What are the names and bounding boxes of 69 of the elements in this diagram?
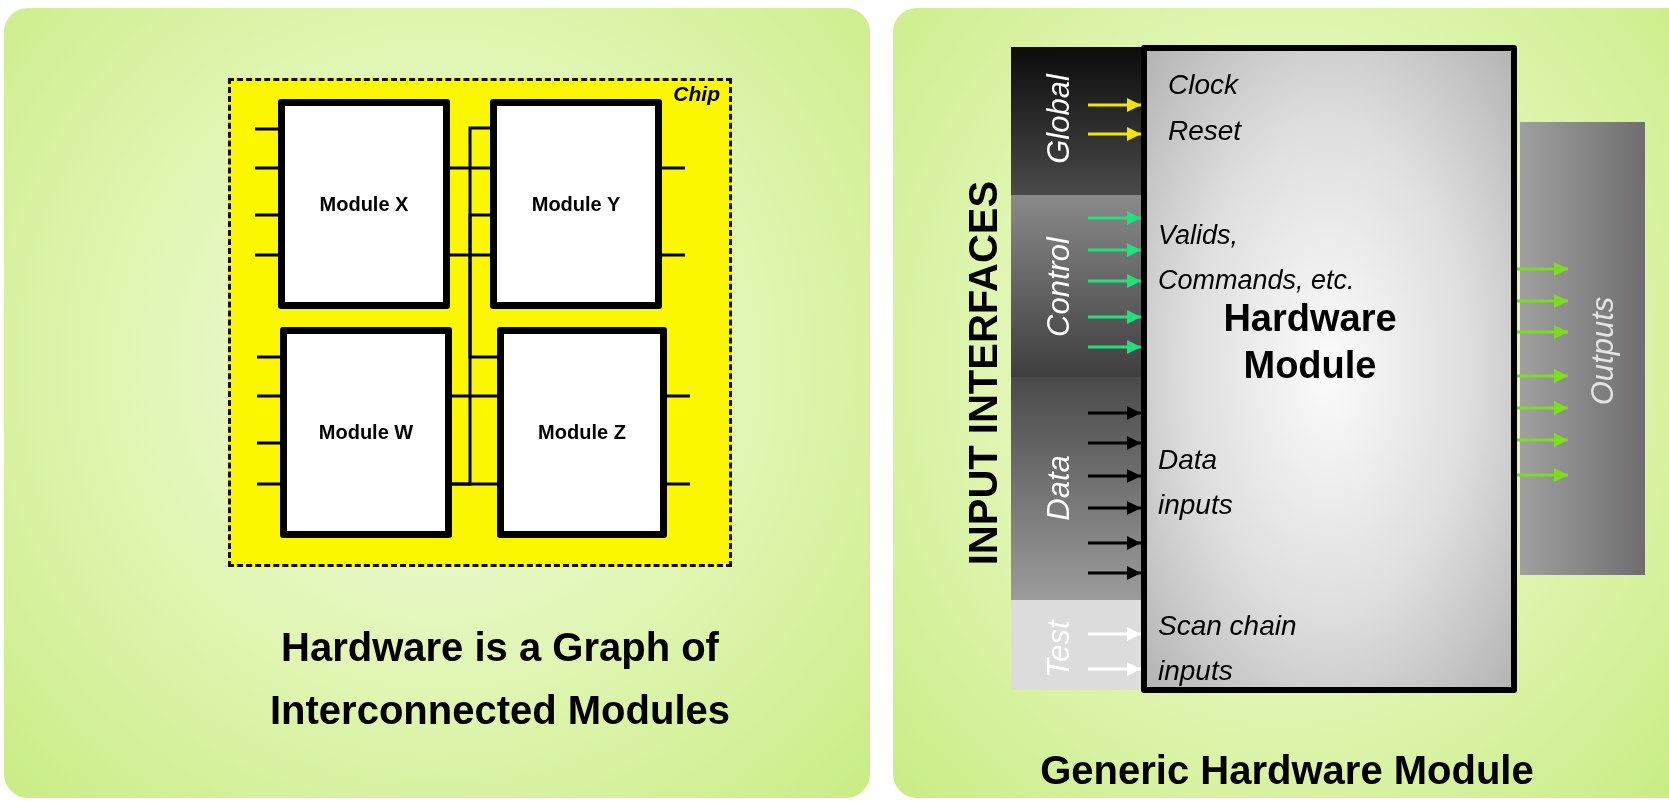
- arrow: [1088, 536, 1141, 550]
- module-label: Module Z: [538, 421, 626, 444]
- arrow: [1088, 340, 1141, 354]
- arrow: [1517, 294, 1568, 308]
- module-title: Hardware Module: [1222, 296, 1398, 388]
- panel-title: Hardware is a Graph of Interconnected Modules: [268, 624, 732, 734]
- arrow: [1088, 469, 1141, 483]
- pin-line: [257, 355, 280, 359]
- arrow: [1517, 468, 1568, 482]
- band-label: Global: [1041, 74, 1077, 164]
- chip-boundary: [228, 78, 732, 567]
- wire: [450, 253, 490, 257]
- module-box: [490, 99, 662, 309]
- arrow: [1088, 243, 1141, 257]
- pin-line: [255, 166, 278, 170]
- signal-label: Scan chain inputs: [1158, 609, 1298, 688]
- arrow: [1088, 436, 1141, 450]
- module-box: [278, 99, 450, 309]
- interface-band: [1011, 600, 1141, 690]
- module-label: Module X: [319, 192, 409, 216]
- arrow: [1088, 211, 1141, 225]
- pin-line: [667, 482, 690, 486]
- arrow: [1088, 98, 1141, 112]
- module-label: Module W: [318, 421, 414, 444]
- arrow: [1517, 433, 1568, 447]
- module-box: [497, 327, 667, 538]
- signal-label: Data inputs: [1158, 443, 1234, 522]
- pin-line: [662, 253, 685, 257]
- module-label: Module Y: [531, 192, 621, 216]
- arrow: [1517, 262, 1568, 276]
- arrow: [1517, 401, 1568, 415]
- pin-line: [667, 394, 690, 398]
- band-label: Control: [1041, 237, 1077, 337]
- pin-line: [257, 441, 280, 445]
- arrow: [1088, 662, 1141, 676]
- arrow: [1088, 627, 1141, 641]
- pin-line: [255, 127, 278, 131]
- chip-label: Chip: [672, 82, 720, 106]
- module-box: [1141, 45, 1517, 693]
- pin-line: [662, 166, 685, 170]
- signal-label: Clock: [1168, 69, 1240, 101]
- arrow: [1088, 406, 1141, 420]
- arrow: [1088, 127, 1141, 141]
- pin-line: [255, 253, 278, 257]
- arrow: [1517, 325, 1568, 339]
- panel-background: [893, 8, 1669, 798]
- section-heading: INPUT INTERFACES: [960, 180, 1006, 566]
- pin-line: [257, 394, 280, 398]
- interface-band: [1011, 47, 1141, 195]
- output-band: [1520, 122, 1645, 575]
- panel-title: Generic Hardware Module: [1039, 747, 1535, 794]
- wire: [452, 126, 490, 486]
- arrow: [1088, 501, 1141, 515]
- interface-band: [1011, 377, 1141, 600]
- panel-background: [4, 8, 870, 798]
- pin-line: [255, 213, 278, 217]
- pin-line: [257, 482, 280, 486]
- signal-label: Valids, Commands, etc.: [1158, 219, 1356, 297]
- arrow: [1088, 310, 1141, 324]
- interface-band: [1011, 195, 1141, 377]
- band-label: Outputs: [1585, 296, 1621, 406]
- signal-label: Reset: [1168, 115, 1243, 147]
- arrow: [1517, 369, 1568, 383]
- module-box: [280, 327, 452, 538]
- wire: [452, 394, 497, 398]
- wire: [450, 166, 490, 170]
- band-label: Data: [1041, 455, 1077, 521]
- arrow: [1088, 566, 1141, 580]
- arrow: [1088, 274, 1141, 288]
